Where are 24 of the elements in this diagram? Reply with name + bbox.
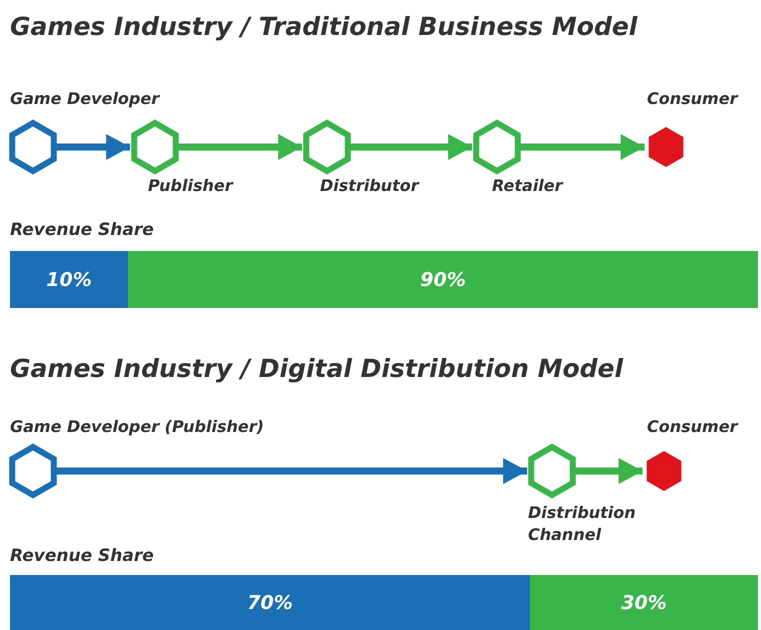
- section-heading: Games Industry / Digital Distribution Model: [10, 354, 624, 383]
- hexagon-node: [646, 451, 682, 491]
- revenue-share-bar: 30%: [530, 575, 758, 630]
- hexagon-node: [648, 127, 684, 167]
- hexagon-node: [528, 444, 576, 498]
- node-label: Retailer: [492, 175, 563, 197]
- node-label: Consumer: [647, 88, 738, 110]
- revenue-share-bar: 10%: [10, 251, 128, 308]
- node-label: Consumer: [647, 416, 738, 438]
- hexagon-node: [473, 120, 521, 174]
- section-heading: Games Industry / Traditional Business Model: [10, 12, 638, 41]
- revenue-share-bar: 70%: [10, 575, 530, 630]
- revenue-share-bar: 90%: [128, 251, 758, 308]
- node-label: Publisher: [148, 175, 233, 197]
- node-label: Game Developer (Publisher): [10, 416, 264, 438]
- hexagon-node: [9, 120, 57, 174]
- node-label: Distributor: [320, 175, 419, 197]
- hexagon-node: [303, 120, 351, 174]
- section-label: Revenue Share: [10, 546, 154, 566]
- section-label: Revenue Share: [10, 220, 154, 240]
- hexagon-node: [131, 120, 179, 174]
- node-label: Distribution Channel: [528, 502, 637, 546]
- hexagon-node: [9, 444, 57, 498]
- node-label: Game Developer: [10, 88, 160, 110]
